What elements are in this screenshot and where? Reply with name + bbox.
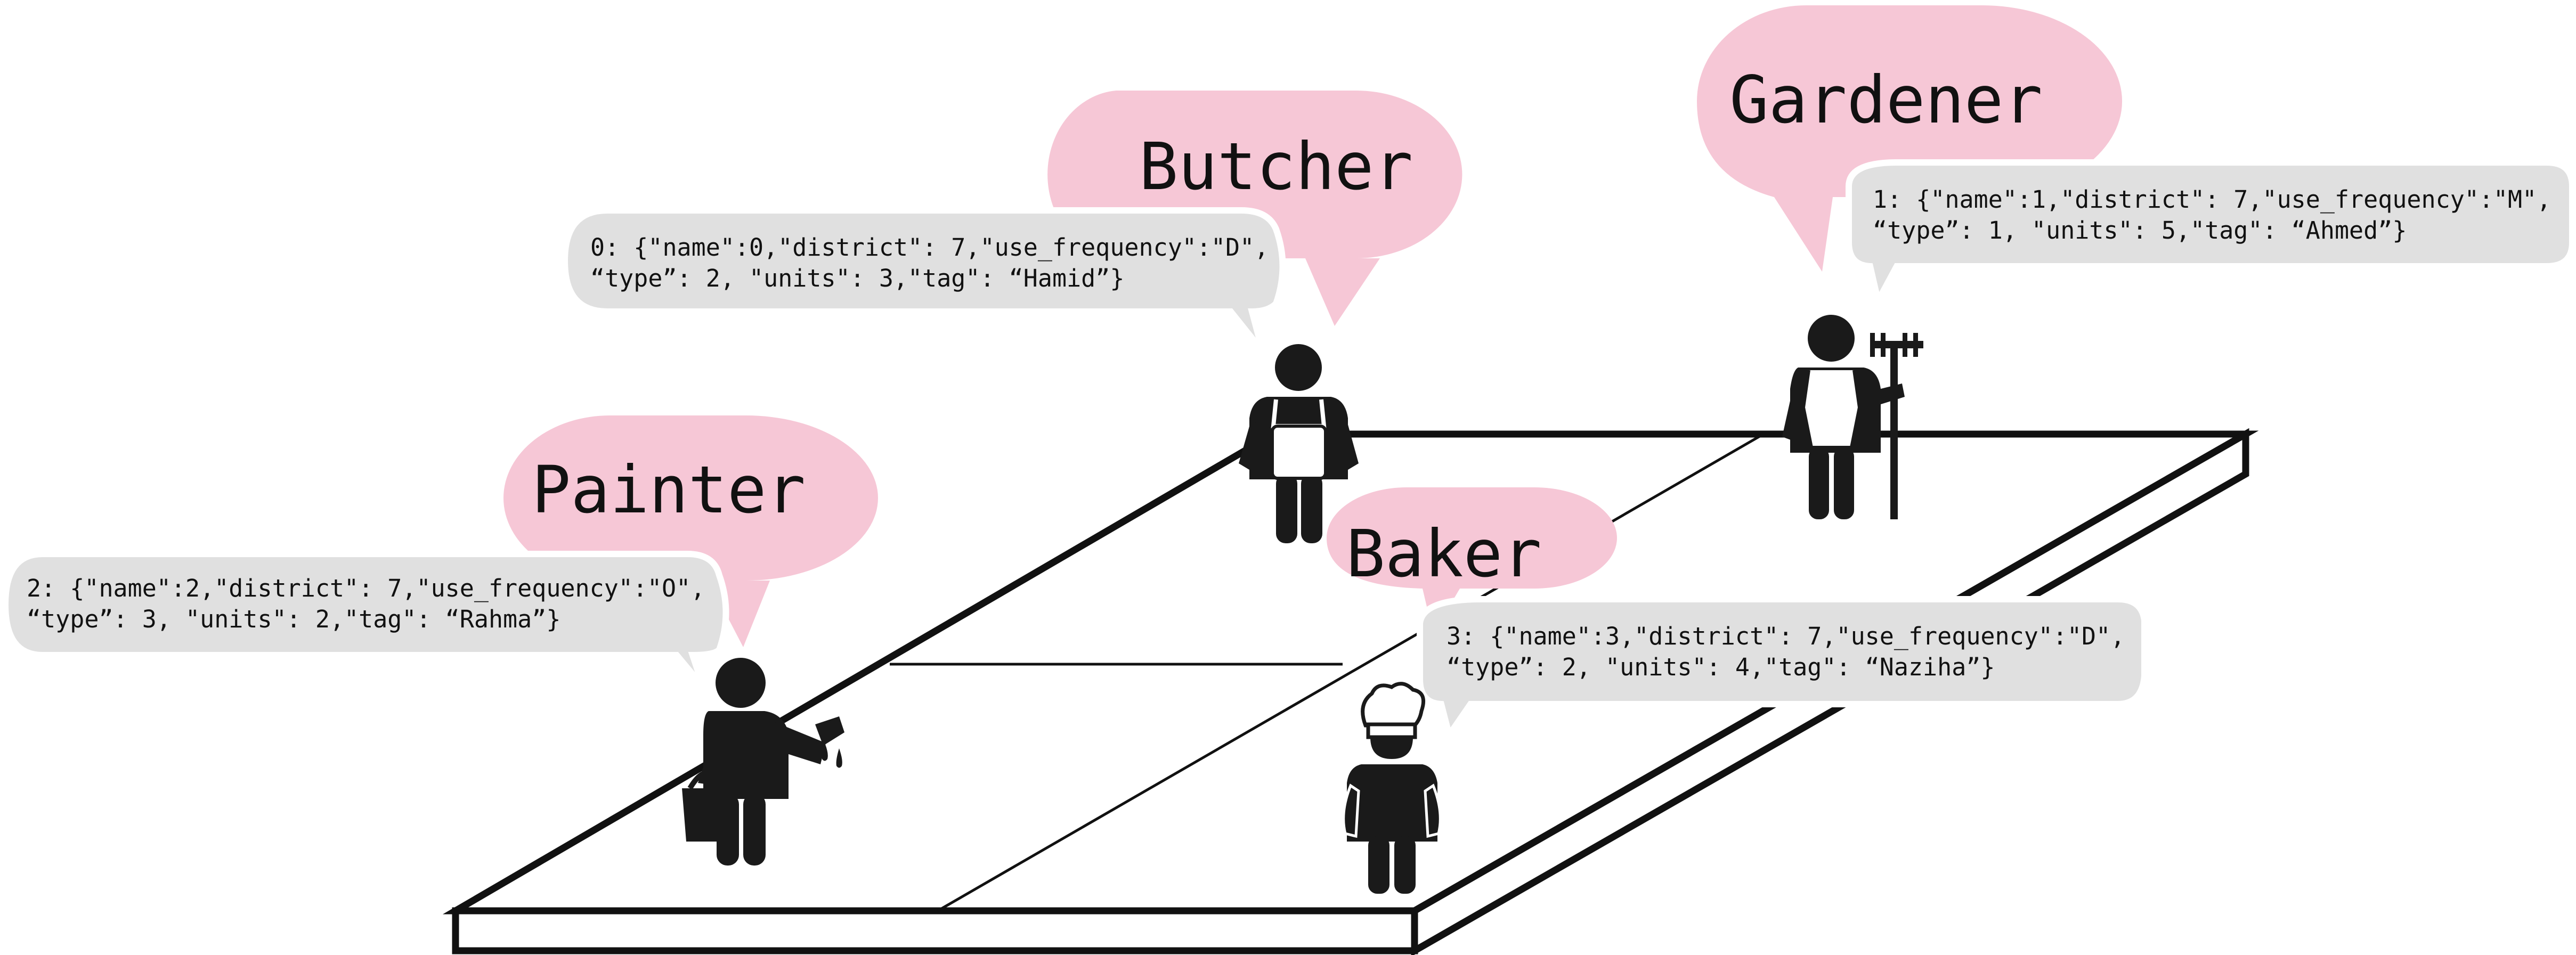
baker-speech-bubble: [1327, 487, 1617, 634]
baker-job-label: Baker: [1346, 516, 1541, 592]
painter-group: Painter 2: {"name":2,"district": 7,"use_…: [2, 415, 878, 866]
baker-record-bubble: [1417, 596, 2148, 743]
painter-with-bucket-and-brush-icon: [682, 658, 844, 866]
butcher-speech-bubble: [1047, 91, 1462, 326]
gardener-record-bubble: [1846, 159, 2575, 310]
butcher-record-line-1: 0: {"name":0,"district": 7,"use_frequenc…: [590, 233, 1269, 262]
butcher-job-label: Butcher: [1139, 129, 1413, 205]
platform-front-face: [452, 907, 1418, 954]
painter-record-bubble: [2, 551, 729, 689]
baker-record-line-2: “type”: 2, "units": 4,"tag": “Naziha”}: [1447, 653, 1995, 681]
gardener-group: Gardener 1: {"name":1,"district": 7,"use…: [1697, 5, 2575, 519]
platform-divider-diagonal: [937, 432, 1765, 912]
butcher-record-bubble: [561, 207, 1286, 354]
butcher-record-line-2: “type”: 2, "units": 3,"tag": “Hamid”}: [590, 264, 1124, 292]
gardener-record-line-1: 1: {"name":1,"district": 7,"use_frequenc…: [1873, 185, 2551, 214]
painter-record-line-2: “type”: 3, "units": 2,"tag": “Rahma”}: [27, 605, 560, 633]
painter-job-label: Painter: [532, 452, 806, 528]
painter-record-line-1: 2: {"name":2,"district": 7,"use_frequenc…: [27, 574, 705, 602]
baker-group: Baker 3: {"name":3,"district": 7,"use_fr…: [1327, 487, 2148, 894]
baker-record-line-1: 3: {"name":3,"district": 7,"use_frequenc…: [1447, 622, 2125, 650]
gardener-job-label: Gardener: [1729, 62, 2043, 138]
gardener-speech-bubble: [1697, 5, 2123, 272]
butcher-with-apron-icon: [1239, 344, 1359, 543]
gardener-record-line-2: “type”: 1, "units": 5,"tag": “Ahmed”}: [1873, 216, 2407, 244]
gardener-with-rake-icon: [1782, 315, 1923, 519]
painter-speech-bubble: [503, 415, 878, 647]
baker-with-chef-hat-icon: [1342, 682, 1442, 894]
butcher-group: Butcher 0: {"name":0,"district": 7,"use_…: [561, 91, 1462, 543]
